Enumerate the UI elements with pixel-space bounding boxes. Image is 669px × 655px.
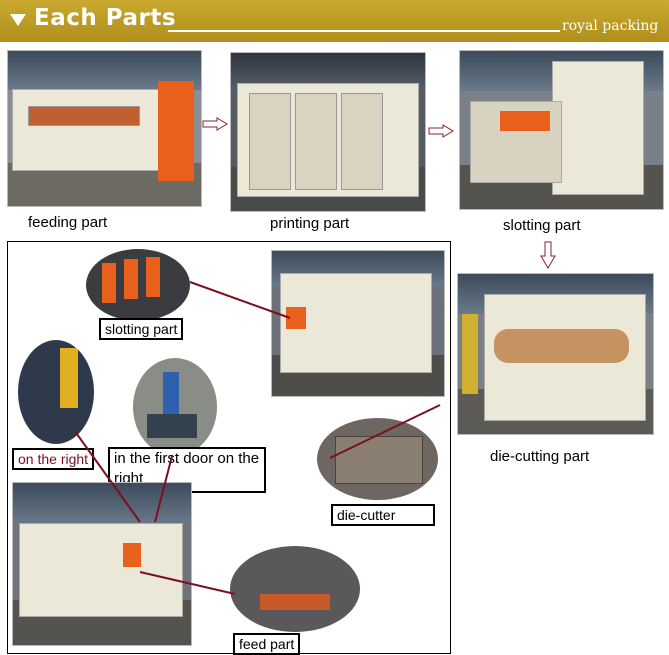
first-door-closeup-photo <box>133 358 217 456</box>
machine-side-photo <box>12 482 192 646</box>
arrow-right-icon <box>428 124 454 138</box>
arrow-right-icon <box>202 117 228 131</box>
feeding-part-caption: feeding part <box>28 214 108 231</box>
slotting-part-caption: slotting part <box>503 217 581 234</box>
on-the-right-label: on the right <box>12 448 95 470</box>
die-cutter-label: die-cutter <box>331 504 435 526</box>
brand-label: royal packing <box>562 18 659 34</box>
header-banner: Each Parts royal packing <box>0 0 669 42</box>
die-cutter-closeup-photo <box>317 418 438 500</box>
machine-overview-photo <box>271 250 445 397</box>
printing-part-photo <box>230 52 426 212</box>
die-cutting-part-photo <box>457 273 654 435</box>
feed-part-label: feed part <box>233 633 301 655</box>
right-side-closeup-photo <box>18 340 94 444</box>
slotting-part-photo <box>459 50 664 210</box>
arrow-down-icon <box>540 241 556 269</box>
slotting-closeup-photo <box>86 249 190 321</box>
page-title: Each Parts <box>34 5 177 31</box>
die-cutting-part-caption: die-cutting part <box>490 448 590 465</box>
printing-part-caption: printing part <box>270 215 350 232</box>
feeding-part-photo <box>7 50 202 207</box>
triangle-bullet-icon <box>10 14 26 26</box>
slotting-part-label: slotting part <box>99 318 184 340</box>
feed-closeup-photo <box>230 546 360 632</box>
title-underline <box>168 30 560 32</box>
